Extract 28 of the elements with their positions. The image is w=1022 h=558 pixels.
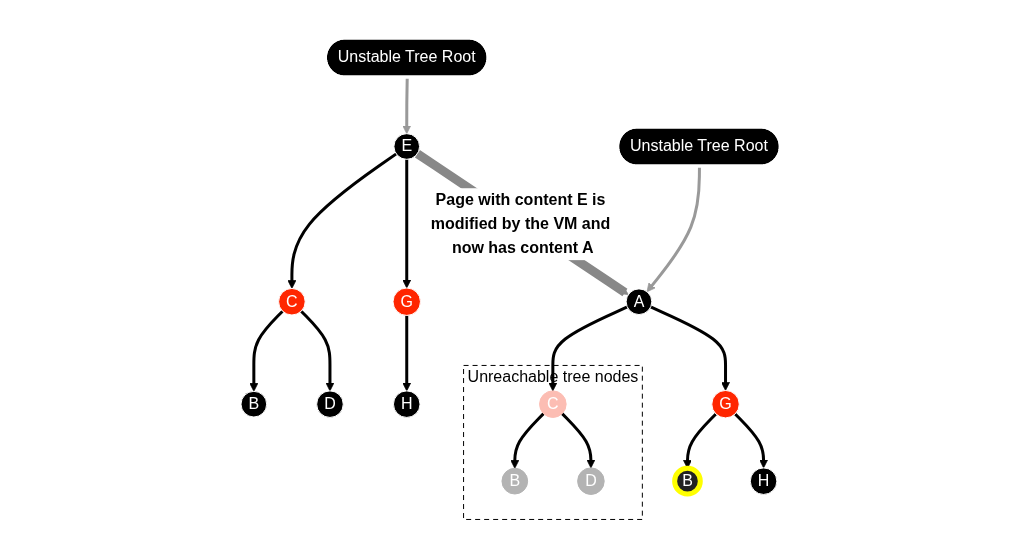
arrow: [548, 305, 629, 392]
node-circle: H: [393, 390, 421, 419]
node-circle: B: [240, 391, 268, 418]
arrow: [249, 310, 284, 392]
arrow: [646, 166, 702, 293]
node-circle: G: [392, 287, 422, 317]
arrow: [683, 413, 718, 469]
edge-label: Page with content E is modified by the VM and now has content A: [431, 191, 611, 257]
arrow: [300, 310, 335, 392]
arrow: [510, 412, 545, 469]
node-circle: C: [539, 390, 567, 419]
arrow: [415, 150, 630, 297]
arrow: [287, 152, 398, 290]
node-circle: D: [577, 467, 606, 496]
arrow: [402, 315, 412, 392]
node-circle: C: [278, 288, 307, 316]
arrow: [650, 305, 731, 392]
node-circle: H: [750, 467, 778, 496]
arrow: [402, 159, 412, 289]
node-circle: D: [316, 390, 345, 419]
arrow: [402, 77, 412, 135]
arrow: [561, 412, 596, 469]
node-circle: E: [393, 133, 421, 161]
node-circle: A: [626, 288, 653, 316]
node-circle: G: [711, 390, 741, 419]
node-circle: B: [501, 468, 529, 495]
arrow: [734, 413, 769, 469]
node-circle: B: [672, 466, 704, 497]
